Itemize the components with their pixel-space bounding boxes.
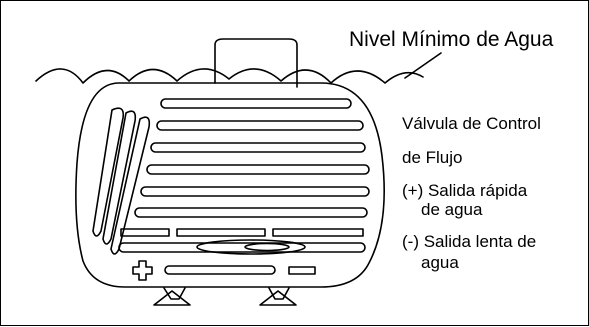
slow-outflow-label-line1: (-) Salida lenta de: [402, 232, 537, 251]
diagonal-slot-2: [102, 110, 137, 245]
horizontal-slot-2: [156, 120, 364, 131]
pump-nozzle: [214, 38, 298, 88]
short-slot-left: [120, 228, 170, 237]
fast-outflow-label-line2: de agua: [421, 200, 483, 219]
bottom-slot: [164, 265, 276, 275]
water-level-wave: [35, 68, 424, 84]
horizontal-slot-5: [140, 186, 370, 197]
pump-foot-right-base: [259, 290, 297, 306]
flow-control-valve: [196, 239, 306, 255]
water-level-label: Nivel Mínimo de Agua: [349, 28, 554, 51]
diagonal-slot-1: [92, 107, 125, 237]
pump-body: [75, 82, 386, 288]
short-slot-middle: [176, 228, 266, 237]
minus-sign-icon: [288, 266, 316, 275]
plus-sign-icon: [132, 260, 153, 281]
valve-label-line1: Válvula de Control: [402, 114, 541, 133]
horizontal-slot-6: [134, 207, 368, 218]
horizontal-slot-1: [160, 98, 352, 109]
horizontal-slot-3: [150, 142, 366, 153]
fast-outflow-label-line1: (+) Salida rápida: [402, 181, 528, 200]
valve-label-line2: de Flujo: [402, 148, 463, 167]
diagonal-slot-3: [110, 116, 151, 255]
short-slot-right: [272, 228, 364, 237]
pump-foot-left-base: [153, 290, 191, 306]
valve-track: [118, 242, 366, 253]
pump-foot-right: [268, 287, 290, 300]
horizontal-slot-4: [146, 164, 370, 175]
water-level-pointer: [404, 52, 442, 79]
slow-outflow-label-line2: agua: [421, 253, 459, 272]
flow-control-valve-knob: [244, 242, 290, 252]
